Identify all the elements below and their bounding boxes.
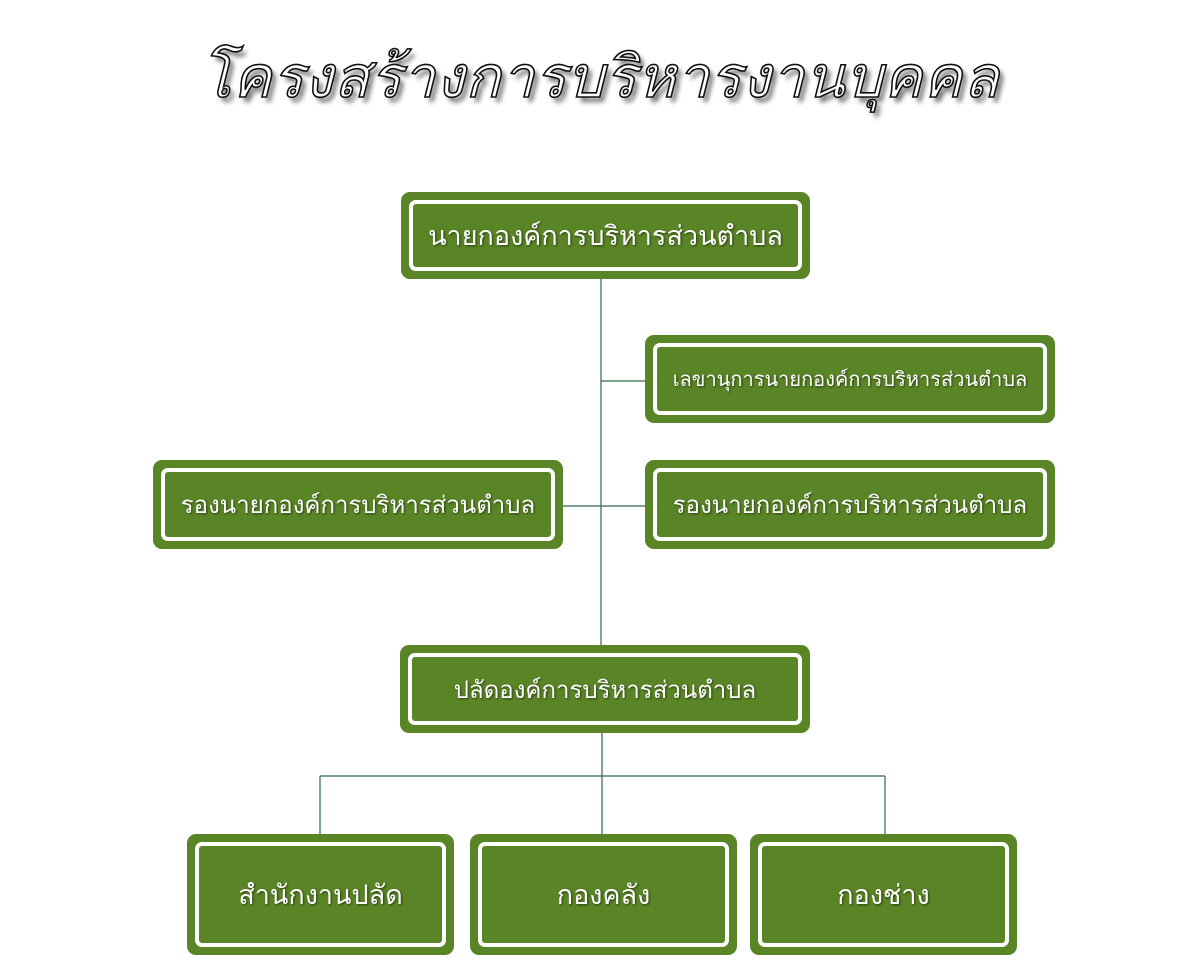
node-secretary: เลขานุการนายกองค์การบริหารส่วนตำบล — [645, 335, 1055, 423]
node-finance: กองคลัง — [470, 834, 737, 955]
node-chief-admin-label: ปลัดองค์การบริหารส่วนตำบล — [408, 653, 802, 725]
node-engineering-label: กองช่าง — [758, 842, 1009, 947]
node-deputy-right: รองนายกองค์การบริหารส่วนตำบล — [645, 460, 1055, 549]
node-secretary-label: เลขานุการนายกองค์การบริหารส่วนตำบล — [653, 343, 1047, 415]
node-mayor: นายกองค์การบริหารส่วนตำบล — [401, 192, 810, 279]
diagram-title: โครงสร้างการบริหารงานบุคคล — [200, 42, 1000, 112]
node-engineering: กองช่าง — [750, 834, 1017, 955]
node-deputy-right-label: รองนายกองค์การบริหารส่วนตำบล — [653, 468, 1047, 541]
node-mayor-label: นายกองค์การบริหารส่วนตำบล — [409, 200, 802, 271]
node-finance-label: กองคลัง — [478, 842, 729, 947]
node-deputy-left: รองนายกองค์การบริหารส่วนตำบล — [153, 460, 563, 549]
node-office: สำนักงานปลัด — [187, 834, 454, 955]
node-office-label: สำนักงานปลัด — [195, 842, 446, 947]
node-chief-admin: ปลัดองค์การบริหารส่วนตำบล — [400, 645, 810, 733]
node-deputy-left-label: รองนายกองค์การบริหารส่วนตำบล — [161, 468, 555, 541]
